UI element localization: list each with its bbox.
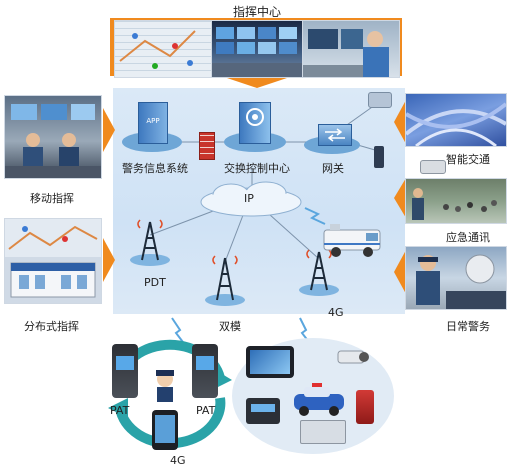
dual-mode-tower-icon (205, 255, 245, 306)
police-info-label: 警务信息系统 (122, 162, 188, 175)
left-arrow-top (103, 108, 115, 152)
firewall-icon (199, 132, 215, 160)
app-server-icon: APP (138, 102, 168, 144)
lte-bottom-label: 4G (170, 454, 186, 467)
right-arrow-top (394, 100, 406, 144)
right-arrow-mid (394, 178, 406, 218)
emergency-comm-photo (405, 178, 507, 224)
switch-center-label: 交换控制中心 (224, 162, 290, 175)
lte-mid-label: 4G (328, 306, 344, 319)
mobile-command-photo (4, 95, 102, 179)
intelligent-traffic-label: 智能交通 (446, 153, 490, 166)
pdt-label: PDT (144, 276, 166, 289)
pat-right-label: PAT (196, 404, 216, 417)
switch-control-icon (239, 102, 271, 144)
vehicle-radio-icon (246, 398, 280, 424)
pdt-tower-icon (130, 219, 170, 266)
cctv-camera-icon (420, 160, 446, 174)
mobile-command-label: 移动指挥 (30, 192, 74, 205)
emergency-comm-label: 应急通讯 (446, 231, 490, 244)
officer-desk-photo (302, 20, 400, 78)
ip-cloud-icon (200, 181, 302, 217)
red-terminal-icon (356, 390, 374, 424)
distributed-command-label: 分布式指挥 (24, 320, 79, 333)
lte-tower-icon (299, 249, 339, 296)
command-vehicle-icon (323, 224, 381, 257)
server-app-text: APP (146, 117, 160, 125)
gateway-device-icon (318, 124, 352, 146)
desk-phone-icon (368, 92, 392, 108)
pat-radio-left-icon (112, 344, 138, 398)
smartphone-icon (152, 410, 178, 450)
gateway-label: 网关 (322, 162, 344, 175)
dual-mode-label: 双模 (219, 320, 241, 333)
police-car-icon (290, 382, 348, 418)
ptz-camera-icon (334, 348, 374, 368)
right-arrow-bottom (394, 250, 406, 294)
handset-icon (374, 146, 384, 168)
command-center-title: 指挥中心 (233, 5, 282, 19)
daily-policing-label: 日常警务 (446, 320, 490, 333)
tablet-icon (246, 346, 294, 378)
router-box-icon (300, 420, 346, 444)
police-mascot-icon (152, 368, 178, 402)
left-arrow-bottom (103, 238, 115, 282)
pat-left-label: PAT (110, 404, 130, 417)
command-map-photo (114, 20, 212, 78)
intelligent-traffic-photo (405, 93, 507, 147)
ip-label: IP (244, 192, 254, 205)
distributed-command-photo (4, 218, 102, 304)
pat-radio-right-icon (192, 344, 218, 398)
daily-policing-photo (405, 246, 507, 310)
